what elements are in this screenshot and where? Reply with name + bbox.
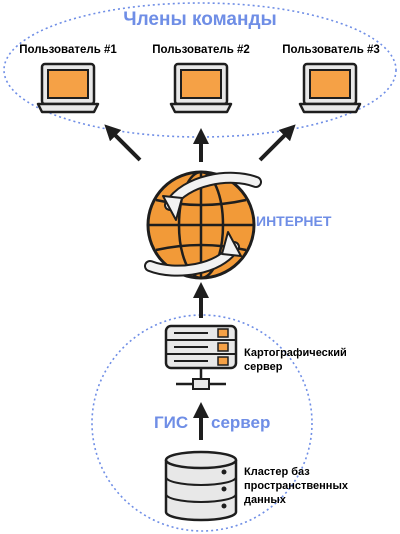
laptop-icon: [169, 62, 233, 114]
arrow-to-user-3: [258, 124, 296, 162]
map-server-label: Картографический сервер: [244, 346, 347, 374]
map-server-label-line-2: сервер: [244, 361, 283, 373]
server-icon: [164, 324, 238, 390]
cluster-label-line-1: Кластер баз: [244, 466, 310, 478]
laptop-icon: [298, 62, 362, 114]
internet-label: ИНТЕРНЕТ: [256, 213, 332, 229]
gis-label-word-1: ГИС: [154, 413, 189, 432]
gis-server-boundary: [91, 314, 313, 532]
map-server-label-line-1: Картографический: [244, 347, 347, 359]
gis-label-word-2: сервер: [211, 413, 271, 432]
user-2-label: Пользователь #2: [152, 44, 250, 56]
cluster-label-line-2: пространственных: [244, 480, 348, 492]
arrow-to-user-1: [104, 124, 142, 162]
cluster-label-line-3: данных: [244, 494, 286, 506]
sync-arrows-icon: [144, 171, 262, 277]
cluster-label: Кластер баз пространственных данных: [244, 465, 348, 507]
laptop-icon: [36, 62, 100, 114]
user-3-label: Пользователь #3: [282, 44, 380, 56]
user-1-label: Пользователь #1: [19, 44, 117, 56]
database-icon: [164, 450, 238, 522]
team-title: Члены команды: [123, 9, 277, 30]
team-boundary: [3, 2, 397, 138]
